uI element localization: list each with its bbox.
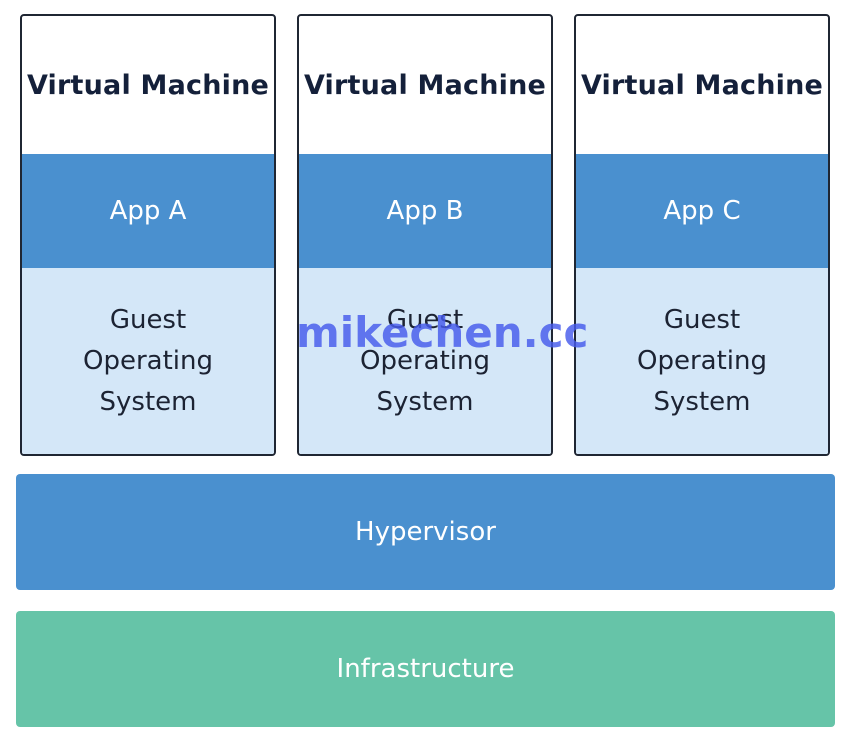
guest-os-line: System (99, 386, 197, 417)
guest-os-line: Guest (109, 304, 187, 335)
guest-os-line: Operating (637, 345, 767, 376)
guest-os-line: Guest (386, 304, 464, 335)
hypervisor-layer: Hypervisor (16, 474, 835, 590)
vm-title: Virtual Machine (26, 69, 270, 101)
virtual-machine-c: Virtual Machine App C Guest Operating Sy… (574, 14, 830, 456)
watermark-text: mikechen.cc (296, 308, 589, 357)
guest-os-line: Operating (83, 345, 213, 376)
app-layer: App B (299, 154, 551, 268)
guest-os-line: Operating (360, 345, 490, 376)
guest-os-line: Guest (663, 304, 741, 335)
vm-title: Virtual Machine (580, 69, 824, 101)
guest-os-line: System (376, 386, 474, 417)
vm-title: Virtual Machine (303, 69, 547, 101)
virtual-machine-b: Virtual Machine App B Guest Operating Sy… (297, 14, 553, 456)
infrastructure-layer: Infrastructure (16, 611, 835, 727)
app-layer: App C (576, 154, 828, 268)
app-layer: App A (22, 154, 274, 268)
virtual-machine-a: Virtual Machine App A Guest Operating Sy… (20, 14, 276, 456)
guest-os-line: System (653, 386, 751, 417)
guest-os-layer: Guest Operating System (576, 268, 828, 454)
guest-os-layer: Guest Operating System (299, 268, 551, 454)
guest-os-layer: Guest Operating System (22, 268, 274, 454)
